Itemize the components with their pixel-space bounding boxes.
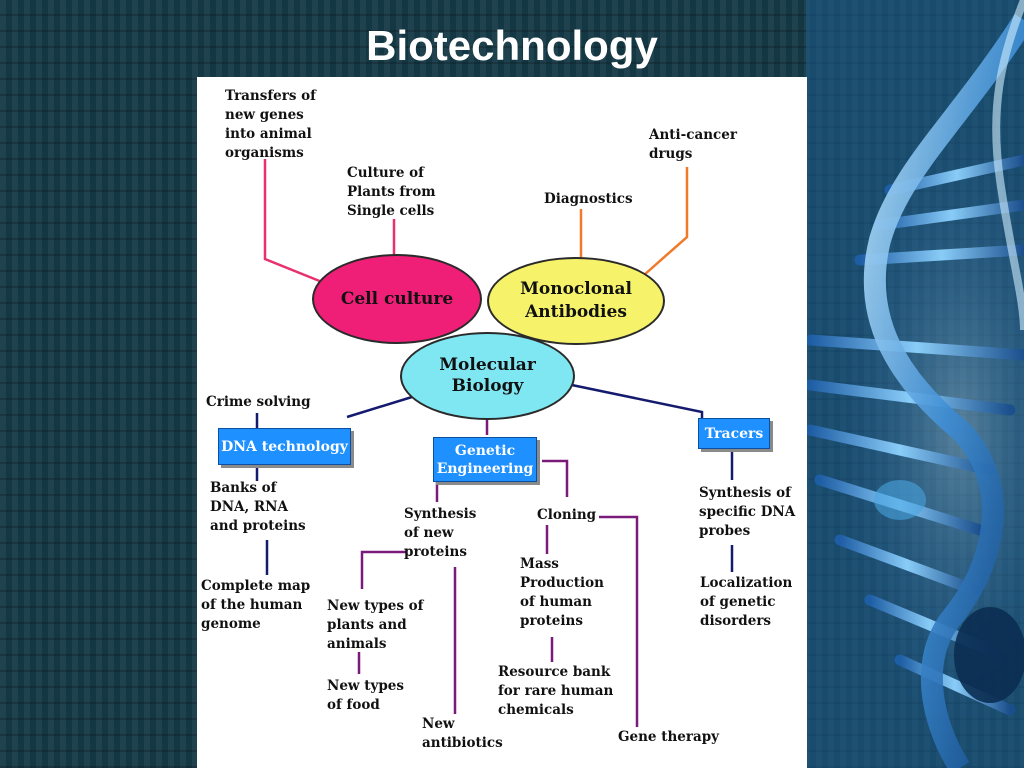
label-gene-therapy: Gene therapy — [618, 729, 720, 745]
monoclonal-antibodies-node: Monoclonal Antibodies — [487, 257, 665, 345]
diagram-panel: Cell culture Monoclonal Antibodies Molec… — [197, 77, 807, 768]
connector-molbio-dna — [346, 395, 413, 419]
label-new-types-plants: New types of plants and animals — [327, 598, 424, 652]
label-genome-map: Complete map of the human genome — [201, 578, 311, 632]
label-synthesis-proteins: Synthesis of new proteins — [404, 506, 477, 560]
label-synthesis-probes: Synthesis of specific DNA probes — [699, 485, 796, 539]
connector-synthesis-newtypes — [360, 550, 407, 589]
molecular-biology-node: Molecular Biology — [400, 332, 575, 420]
tracers-box: Tracers — [698, 418, 770, 449]
connector-anticancer-monoclonal — [643, 167, 689, 276]
label-culture-plants: Culture of Plants from Single cells — [347, 165, 436, 219]
label-new-antibiotics: New antibiotics — [422, 716, 503, 751]
cell-culture-node: Cell culture — [312, 254, 482, 344]
label-resource-bank: Resource bank for rare human chemicals — [498, 664, 614, 718]
connector-cloning-genetherapy — [599, 515, 639, 727]
label-transfers-genes: Transfers of new genes into animal organ… — [225, 88, 316, 161]
label-localization: Localization of genetic disorders — [700, 575, 793, 629]
label-mass-production: Mass Production of human proteins — [520, 556, 604, 629]
connector-molbio-tracers — [566, 382, 704, 419]
label-crime-solving: Crime solving — [206, 394, 311, 410]
label-banks: Banks of DNA, RNA and proteins — [210, 480, 306, 534]
connector-transfers-cellculture — [263, 159, 323, 284]
connector-genetic-cloning — [542, 459, 569, 497]
genetic-engineering-box: Genetic Engineering — [433, 437, 537, 482]
slide-title: Biotechnology — [366, 22, 658, 69]
label-new-types-food: New types of food — [327, 678, 404, 713]
diagram-connectors — [255, 159, 734, 727]
label-anticancer: Anti-cancer drugs — [649, 127, 737, 162]
dna-technology-box: DNA technology — [218, 428, 351, 465]
label-diagnostics: Diagnostics — [544, 191, 633, 207]
label-cloning: Cloning — [537, 507, 597, 523]
